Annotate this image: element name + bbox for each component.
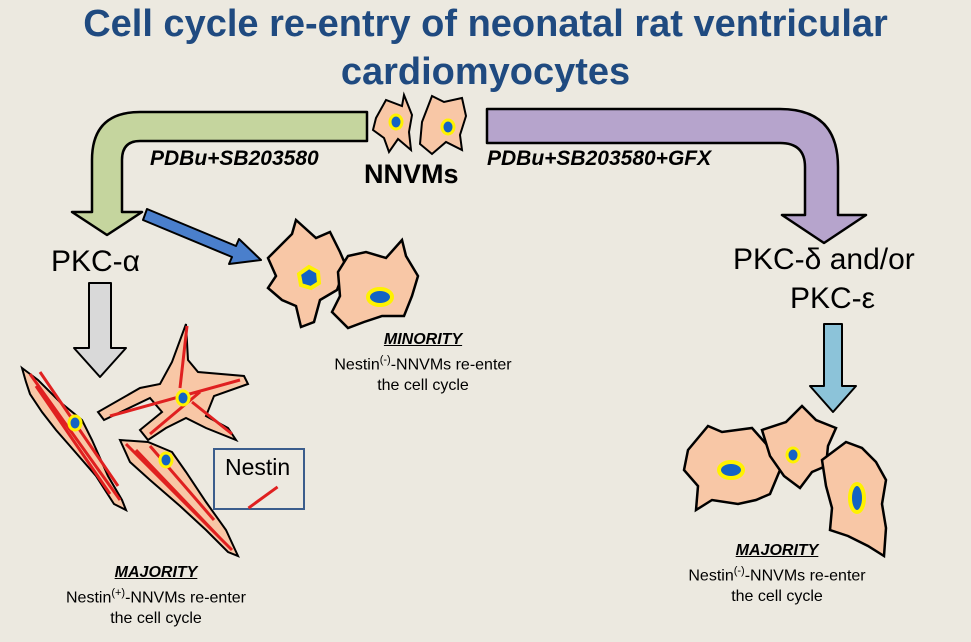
- majority-right-line1: Nestin(-)-NNVMs re-enter: [688, 565, 866, 585]
- nnvms-label: NNVMs: [364, 159, 459, 189]
- nestin-legend-line-icon: [247, 485, 279, 510]
- minority-heading: MINORITY: [383, 331, 463, 348]
- majority-left-heading: MAJORITY: [114, 564, 198, 581]
- minority-line2: the cell cycle: [377, 377, 469, 395]
- nestin-legend: Nestin: [213, 448, 305, 510]
- title-line-2: cardiomyocytes: [340, 51, 631, 93]
- majority-left-line1: Nestin(+)-NNVMs re-enter: [65, 587, 246, 607]
- minority-line1: Nestin(-)-NNVMs re-enter: [334, 354, 512, 374]
- minority-arrow: [142, 208, 262, 265]
- pkc-delta-epsilon-arrow: [809, 323, 857, 413]
- title-line-1: Cell cycle re-entry of neonatal rat vent…: [83, 3, 888, 45]
- pkc-epsilon-label: PKC-ε: [790, 282, 876, 315]
- nnvm-cells: [371, 91, 468, 156]
- nestin-positive-cells: [20, 323, 250, 558]
- majority-right-heading: MAJORITY: [735, 542, 819, 559]
- majority-right-line2: the cell cycle: [731, 588, 823, 606]
- majority-right-caption: MAJORITY Nestin(-)-NNVMs re-enter the ce…: [668, 540, 886, 607]
- minority-cells: [266, 217, 420, 330]
- pkc-delta-label: PKC-δ and/or: [733, 243, 915, 276]
- pkc-alpha-arrow: [73, 282, 127, 378]
- legend-label: Nestin: [225, 454, 291, 480]
- right-treatment-arrow: [485, 107, 868, 245]
- majority-left-line2: the cell cycle: [110, 610, 202, 628]
- minority-caption: MINORITY Nestin(-)-NNVMs re-enter the ce…: [318, 329, 528, 396]
- right-treatment-label: PDBu+SB203580+GFX: [487, 147, 712, 170]
- majority-right-cells: [682, 404, 888, 559]
- pkc-alpha-label: PKC-α: [51, 245, 141, 278]
- left-treatment-arrow: [70, 110, 369, 237]
- majority-left-caption: MAJORITY Nestin(+)-NNVMs re-enter the ce…: [45, 562, 267, 629]
- left-treatment-label: PDBu+SB203580: [150, 147, 319, 170]
